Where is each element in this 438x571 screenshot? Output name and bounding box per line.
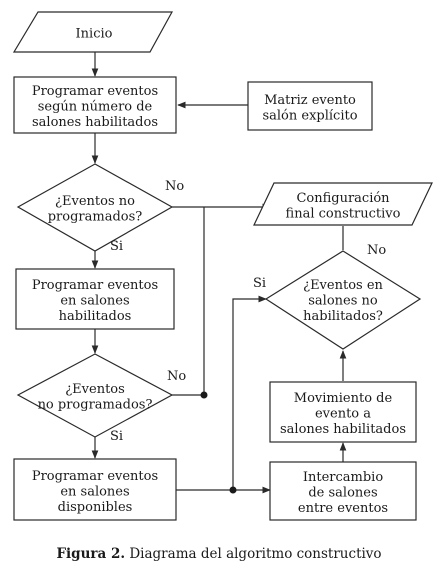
node-label-line: programados? xyxy=(48,209,143,224)
figure-caption: Figura 2. Diagrama del algoritmo constru… xyxy=(56,546,381,562)
edge-label-decision3-si: Si xyxy=(253,276,266,291)
node-label-line: Intercambio xyxy=(303,470,383,485)
node-label-line: habilitados? xyxy=(303,309,383,324)
figure-caption-text: Diagrama del algoritmo constructivo xyxy=(125,546,382,562)
node-label-line: final constructivo xyxy=(286,206,401,221)
node-label-line: ¿Eventos xyxy=(65,382,125,397)
edge-decision3-si-loop xyxy=(232,295,267,490)
node-label-line: salones no xyxy=(308,294,378,309)
node-label-line: en salones xyxy=(60,485,129,500)
edge-label-decision1-no: No xyxy=(165,179,184,194)
node-label-line: de salones xyxy=(308,486,377,501)
node-label-line: salón explícito xyxy=(262,108,357,123)
node-label-line: Matriz evento xyxy=(264,93,356,108)
edge-label-decision1-si: Si xyxy=(110,239,123,254)
edge-label-decision2-si: Si xyxy=(110,429,123,444)
node-inicio: Inicio xyxy=(12,11,174,53)
node-label-line: habilitados xyxy=(59,309,132,324)
node-inicio-label: Inicio xyxy=(76,27,113,42)
node-label-line: según número de xyxy=(38,100,153,115)
junction-dot-upper xyxy=(200,391,208,399)
edge-label-decision3-no: No xyxy=(367,243,386,258)
node-label-line: Configuración xyxy=(296,191,390,206)
node-label-line: Programar eventos xyxy=(32,469,158,484)
node-label-line: evento a xyxy=(315,407,371,422)
node-label-line: disponibles xyxy=(58,500,133,515)
node-label-line: ¿Eventos en xyxy=(303,278,383,293)
node-label-line: ¿Eventos no xyxy=(55,194,135,209)
node-label-line: entre eventos xyxy=(298,501,388,516)
node-label-line: salones habilitados xyxy=(32,115,158,130)
node-label-line: Programar eventos xyxy=(32,278,158,293)
edge-decision2-no-junction xyxy=(172,207,205,396)
junction-dot-lower xyxy=(229,486,237,494)
edge-label-decision2-no: No xyxy=(167,369,186,384)
node-label-line: salones habilitados xyxy=(280,422,406,437)
node-label-line: Programar eventos xyxy=(32,84,158,99)
node-label-line: no programados? xyxy=(38,397,153,412)
figure-caption-label: Figura 2. xyxy=(56,546,125,562)
node-label-line: en salones xyxy=(60,294,129,309)
node-label-line: Inicio xyxy=(76,27,113,42)
node-label-line: Movimiento de xyxy=(294,391,393,406)
